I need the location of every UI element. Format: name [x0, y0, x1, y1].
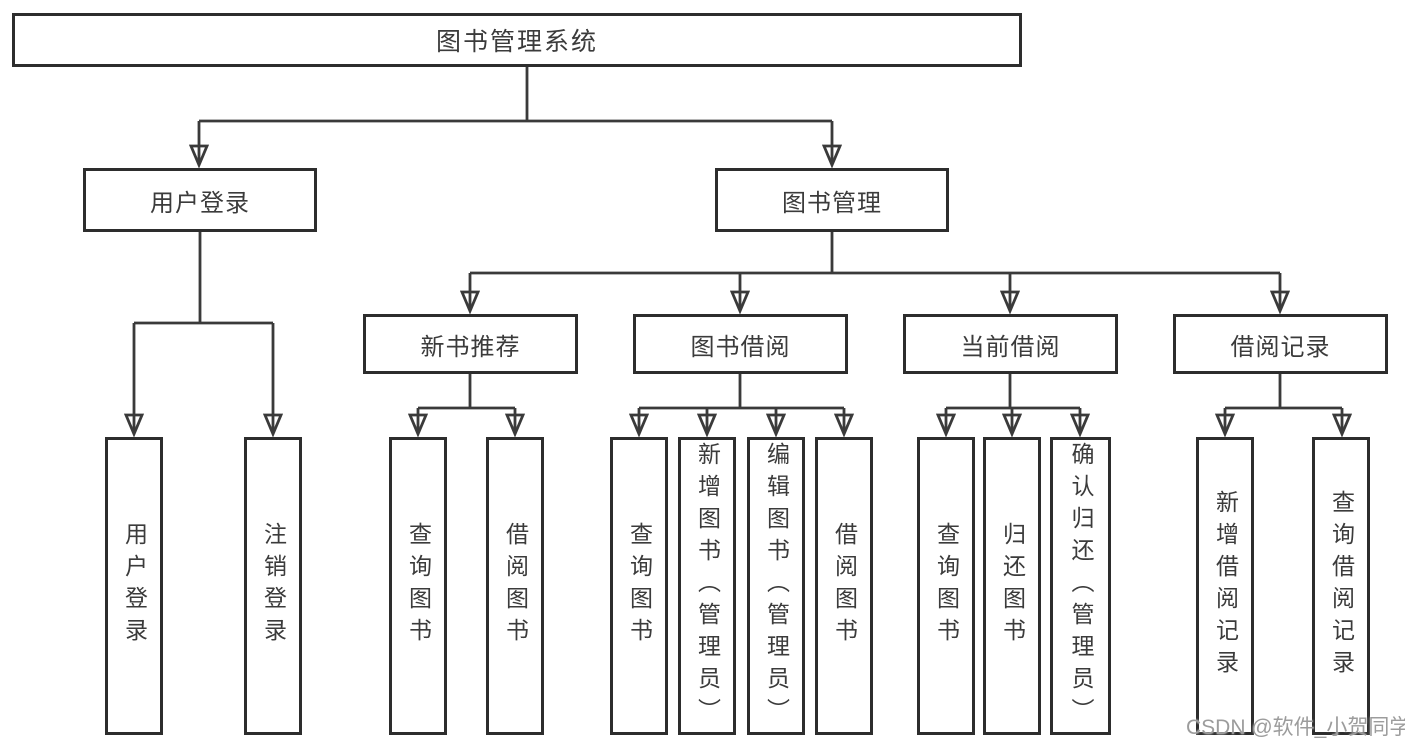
node-label: 用户登录 [150, 189, 250, 217]
node-borrowing-records: 借阅记录 [1173, 314, 1388, 374]
leaf-add-books-admin: 新增图书（管理员） [678, 437, 736, 735]
leaf-add-borrow-record: 新增借阅记录 [1196, 437, 1254, 735]
leaf-edit-books-admin: 编辑图书（管理员） [747, 437, 805, 735]
leaf-label: 查询图书 [626, 522, 653, 650]
leaf-search-borrow-record: 查询借阅记录 [1312, 437, 1370, 735]
node-book-borrowing: 图书借阅 [633, 314, 848, 374]
node-current-borrowing: 当前借阅 [903, 314, 1118, 374]
leaf-label: 查询借阅记录 [1328, 490, 1355, 682]
leaf-label: 确认归还（管理员） [1068, 442, 1094, 730]
leaf-return-books: 归还图书 [983, 437, 1041, 735]
node-user-login: 用户登录 [83, 168, 317, 232]
leaf-confirm-return-admin: 确认归还（管理员） [1050, 437, 1111, 735]
leaf-label: 新增借阅记录 [1212, 490, 1239, 682]
leaf-label: 编辑图书（管理员） [763, 442, 790, 730]
leaf-borrow-books: 借阅图书 [815, 437, 873, 735]
node-label: 图书借阅 [690, 333, 791, 361]
leaf-label: 借阅图书 [831, 522, 858, 650]
leaf-search-books-borrowing: 查询图书 [610, 437, 668, 735]
leaf-label: 查询图书 [933, 522, 960, 650]
leaf-borrow-books-recommend: 借阅图书 [486, 437, 544, 735]
leaf-user-login: 用户登录 [105, 437, 163, 735]
leaf-label: 借阅图书 [502, 522, 529, 650]
leaf-label: 归还图书 [999, 522, 1026, 650]
node-new-book-recommendation: 新书推荐 [363, 314, 578, 374]
node-label: 借阅记录 [1230, 333, 1331, 361]
node-library-management-system: 图书管理系统 [12, 13, 1022, 67]
leaf-label: 用户登录 [121, 522, 148, 650]
leaf-logout: 注销登录 [244, 437, 302, 735]
leaf-search-books-current: 查询图书 [917, 437, 975, 735]
node-label: 图书管理系统 [435, 28, 598, 56]
leaf-label: 查询图书 [405, 522, 432, 650]
leaf-search-books-recommend: 查询图书 [389, 437, 447, 735]
node-label: 新书推荐 [420, 333, 521, 361]
node-book-management: 图书管理 [715, 168, 949, 232]
node-label: 当前借阅 [960, 333, 1061, 361]
leaf-label: 注销登录 [260, 522, 287, 650]
csdn-watermark: CSDN @软件_小贺同学 [1186, 716, 1405, 739]
node-label: 图书管理 [782, 189, 882, 217]
leaf-label: 新增图书（管理员） [694, 442, 721, 730]
